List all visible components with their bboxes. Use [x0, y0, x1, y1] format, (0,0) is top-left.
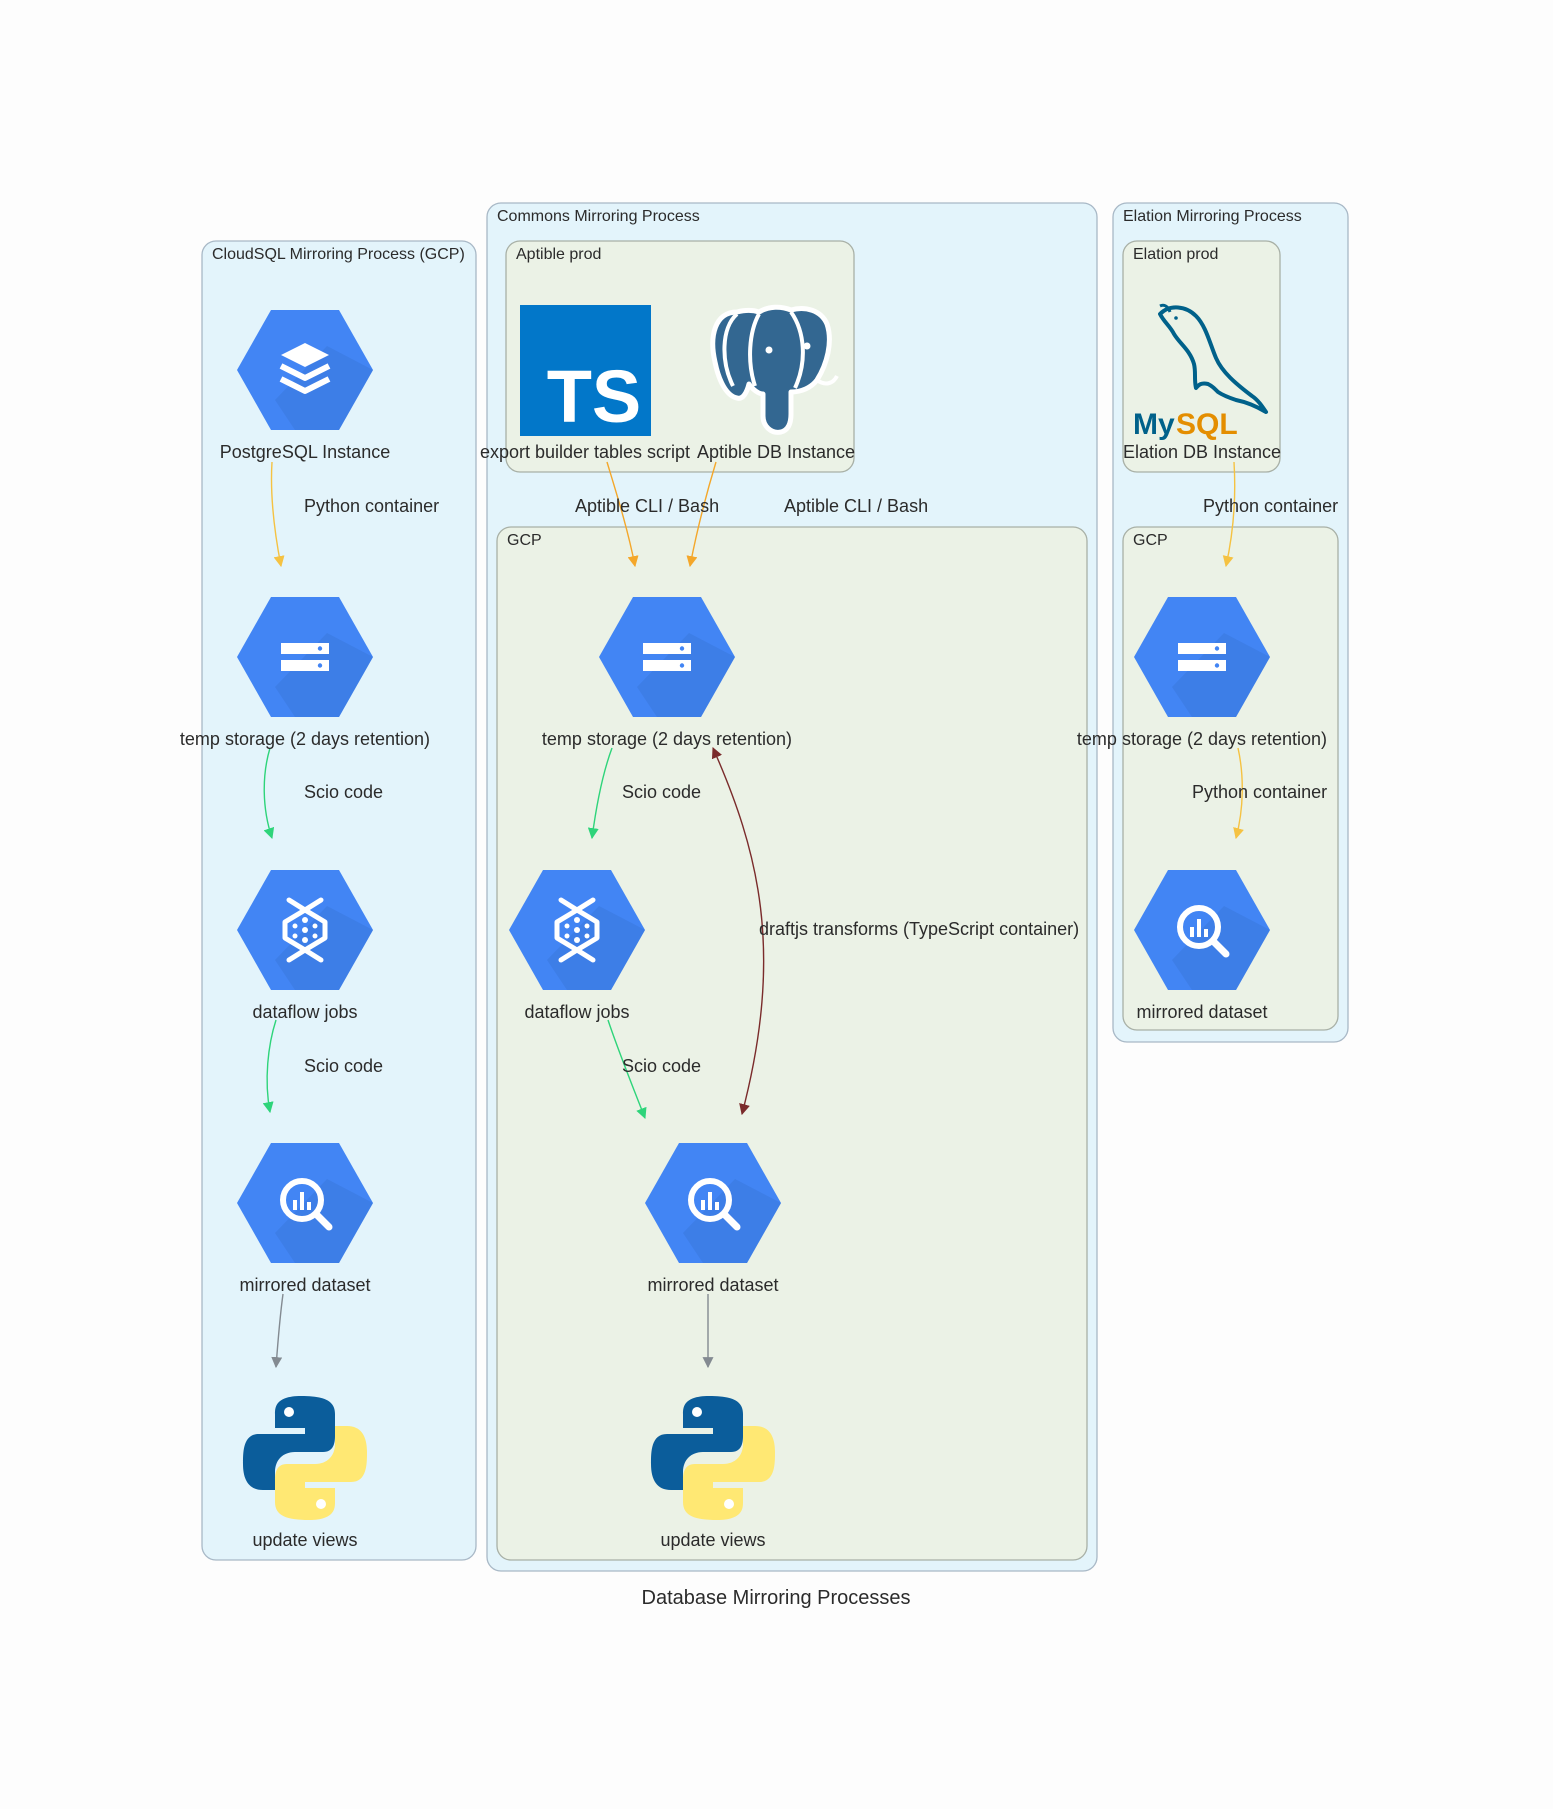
node-label-commons-dataflow: dataflow jobs	[524, 1002, 629, 1022]
edge-cloudsql-dataflow-to-mirrored	[262, 1019, 277, 1114]
edge-label-commons-dataflow-to-mirrored: Scio code	[622, 1056, 701, 1076]
edge-elation-temp-to-mirrored	[1233, 747, 1244, 840]
edge-elation-db-to-temp	[1222, 461, 1236, 568]
node-label-postgresql-instance: PostgreSQL Instance	[220, 442, 390, 462]
edge-label-draftjs: draftjs transforms (TypeScript container…	[759, 919, 1079, 939]
node-commons-update-views[interactable]: update views	[651, 1396, 775, 1550]
node-cloudsql-dataflow[interactable]: dataflow jobs	[237, 870, 373, 1022]
edge-label-cloudsql-dataflow-to-mirrored: Scio code	[304, 1056, 383, 1076]
svg-text:SQL: SQL	[1176, 408, 1238, 441]
edge-label-postgres-to-temp: Python container	[304, 496, 439, 516]
node-commons-mirrored[interactable]: mirrored dataset	[645, 1143, 781, 1295]
node-label-cloudsql-temp-storage: temp storage (2 days retention)	[180, 729, 430, 749]
cluster-elation-prod: Elation prod	[1122, 240, 1281, 473]
edge-cloudsql-mirrored-to-views	[271, 1293, 284, 1369]
edge-postgres-to-temp	[270, 461, 285, 568]
edge-label-elation-db-to-temp: Python container	[1203, 496, 1338, 516]
node-elation-mirrored[interactable]: mirrored dataset	[1134, 870, 1270, 1022]
node-aptible-db[interactable]: Aptible DB Instance	[697, 304, 855, 462]
node-commons-dataflow[interactable]: dataflow jobs	[509, 870, 645, 1022]
node-label-export-script: export builder tables script	[480, 442, 690, 462]
node-cloudsql-mirrored[interactable]: mirrored dataset	[237, 1143, 373, 1295]
cluster-commons-gcp: GCP	[496, 526, 1088, 1561]
cluster-label-elation: Elation Mirroring Process	[1123, 208, 1302, 225]
cluster-label-aptible-prod: Aptible prod	[516, 246, 601, 263]
edge-label-export-to-temp: Aptible CLI / Bash	[575, 496, 719, 516]
diagram-title: Database Mirroring Processes	[642, 1587, 911, 1609]
svg-text:My: My	[1133, 408, 1175, 441]
cluster-label-elation-gcp: GCP	[1133, 532, 1168, 549]
node-label-commons-update-views: update views	[660, 1530, 765, 1550]
edge-export-to-temp	[606, 461, 639, 568]
cluster-label-cloudsql: CloudSQL Mirroring Process (GCP)	[212, 246, 465, 263]
node-commons-temp-storage[interactable]: temp storage (2 days retention)	[542, 597, 792, 749]
cluster-label-commons-gcp: GCP	[507, 532, 542, 549]
edge-label-aptibledb-to-temp: Aptible CLI / Bash	[784, 496, 928, 516]
node-label-cloudsql-dataflow: dataflow jobs	[252, 1002, 357, 1022]
node-label-cloudsql-update-views: update views	[252, 1530, 357, 1550]
edges	[262, 461, 1244, 1369]
cluster-label-commons: Commons Mirroring Process	[497, 208, 700, 225]
node-label-cloudsql-mirrored: mirrored dataset	[239, 1275, 370, 1295]
edge-label-elation-temp-to-mirrored: Python container	[1192, 782, 1327, 802]
edge-commons-dataflow-to-mirrored	[607, 1019, 647, 1120]
edge-commons-temp-to-dataflow	[587, 747, 613, 840]
node-export-script[interactable]: TS export builder tables script	[480, 305, 690, 462]
edge-labels: Python container Scio code Scio code Apt…	[304, 496, 1338, 1076]
node-cloudsql-update-views[interactable]: update views	[243, 1396, 367, 1550]
node-label-elation-db: Elation DB Instance	[1123, 442, 1281, 462]
node-label-elation-mirrored: mirrored dataset	[1136, 1002, 1267, 1022]
node-label-aptible-db: Aptible DB Instance	[697, 442, 855, 462]
cluster-label-elation-prod: Elation prod	[1133, 246, 1218, 263]
edge-draftjs-bidirectional	[711, 746, 765, 1116]
node-label-commons-temp-storage: temp storage (2 days retention)	[542, 729, 792, 749]
svg-text:TS: TS	[547, 355, 642, 438]
mysql-icon: My SQL	[1133, 303, 1268, 441]
node-postgresql-instance[interactable]: PostgreSQL Instance	[220, 310, 390, 462]
node-elation-temp-storage[interactable]: temp storage (2 days retention)	[1077, 597, 1327, 749]
node-elation-db[interactable]: My SQL Elation DB Instance	[1123, 303, 1281, 462]
typescript-icon: TS	[520, 305, 651, 438]
edge-cloudsql-temp-to-dataflow	[263, 747, 275, 840]
edge-label-commons-temp-to-dataflow: Scio code	[622, 782, 701, 802]
node-label-elation-temp-storage: temp storage (2 days retention)	[1077, 729, 1327, 749]
edge-aptibledb-to-temp	[686, 461, 717, 568]
node-label-commons-mirrored: mirrored dataset	[647, 1275, 778, 1295]
postgresql-icon	[710, 304, 839, 435]
node-cloudsql-temp-storage[interactable]: temp storage (2 days retention)	[180, 597, 430, 749]
edge-label-cloudsql-temp-to-dataflow: Scio code	[304, 782, 383, 802]
